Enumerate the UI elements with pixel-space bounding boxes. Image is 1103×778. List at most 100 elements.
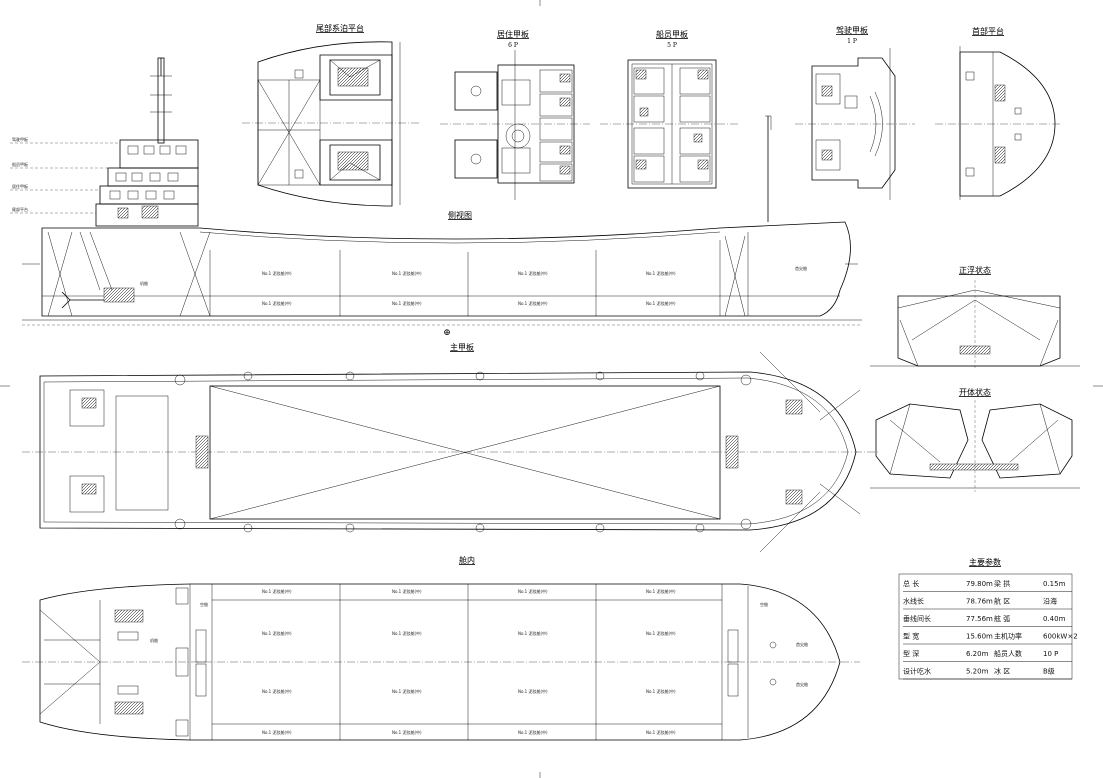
spec-value: 600kW×2 xyxy=(1043,633,1078,641)
cabin-deck-view: 居住甲板 6 P xyxy=(440,29,590,200)
profile-view: 侧视图 驾驶甲板 船员甲板 xyxy=(10,57,862,338)
bow-winch-area xyxy=(759,351,861,553)
main-engines xyxy=(114,609,144,715)
spec-key: 型 深 xyxy=(903,649,919,658)
spec-value: 78.76m xyxy=(966,598,993,606)
specs-title: 主要参数 xyxy=(969,557,1001,567)
wheel-deck-subtitle: 1 P xyxy=(847,38,857,45)
bow-platform-view: 首部平台 xyxy=(935,26,1060,200)
spec-key: 总 长 xyxy=(903,579,919,588)
spec-value: 79.80m xyxy=(966,580,993,588)
wheel-deck-title: 驾驶甲板 xyxy=(836,25,868,35)
spec-value: 10 P xyxy=(1043,650,1058,658)
spec-value: 77.56m xyxy=(966,615,993,623)
svg-text:No.1 泥驳舱(中): No.1 泥驳舱(中) xyxy=(518,588,548,594)
spec-value: 6.20m xyxy=(966,650,989,658)
spec-value: 0.40m xyxy=(1043,615,1066,623)
deck-wing-upper xyxy=(454,71,498,111)
hold-void-label: 空舱 xyxy=(200,601,208,607)
cabin-deck-outline xyxy=(497,64,575,184)
svg-text:No.1 泥驳舱(中): No.1 泥驳舱(中) xyxy=(262,300,292,306)
spec-key: 船员人数 xyxy=(994,649,1022,658)
superstructure: 驾驶甲板 船员甲板 居住甲板 尾部平台 xyxy=(10,57,199,227)
spec-value: B级 xyxy=(1043,667,1055,676)
svg-text:No.1 泥驳舱(中): No.1 泥驳舱(中) xyxy=(262,729,292,735)
crew-deck-view: 船员甲板 5 P xyxy=(600,29,740,189)
spec-value: 沿海 xyxy=(1043,597,1057,606)
hold-engine-label: 机舱 xyxy=(150,637,158,643)
svg-text:No.1 泥驳舱(中): No.1 泥驳舱(中) xyxy=(262,688,292,694)
spec-key: 梁 拱 xyxy=(994,579,1010,588)
spec-row: 型 深 6.20m 船员人数 10 P xyxy=(903,649,1072,662)
svg-text:No.1 泥驳舱(中): No.1 泥驳舱(中) xyxy=(392,729,422,735)
svg-text:No.1 泥驳舱(中): No.1 泥驳舱(中) xyxy=(518,630,548,636)
svg-text:首尖舱: 首尖舱 xyxy=(796,681,808,687)
deck-wing-lower xyxy=(454,139,498,179)
closed-state-section: 正浮状态 xyxy=(870,265,1080,370)
crew-deck-outline xyxy=(627,59,717,189)
stern-platform-view: 尾部系泊平台 xyxy=(242,23,420,207)
svg-text:空舱: 空舱 xyxy=(760,601,768,607)
svg-text:No.1 泥驳舱(中): No.1 泥驳舱(中) xyxy=(646,588,676,594)
wheel-deck-view: 驾驶甲板 1 P xyxy=(795,25,915,200)
svg-text:No.1 泥驳舱(中): No.1 泥驳舱(中) xyxy=(392,588,422,594)
cabin-rooms xyxy=(539,69,573,182)
svg-text:No.1 泥驳舱(中): No.1 泥驳舱(中) xyxy=(262,588,292,594)
svg-text:No.1 泥驳舱(中): No.1 泥驳舱(中) xyxy=(518,300,548,306)
svg-text:船员甲板: 船员甲板 xyxy=(12,161,28,167)
mooring-winch-lower xyxy=(319,139,393,186)
svg-text:No.1 泥驳舱(中): No.1 泥驳舱(中) xyxy=(392,630,422,636)
svg-text:No.1 泥驳舱(中): No.1 泥驳舱(中) xyxy=(392,688,422,694)
svg-text:No.1 泥驳舱(中): No.1 泥驳舱(中) xyxy=(646,729,676,735)
open-state-section: 开体状态 xyxy=(870,387,1080,492)
svg-text:No.1 泥驳舱(中): No.1 泥驳舱(中) xyxy=(646,630,676,636)
profile-engine-label: 机舱 xyxy=(140,280,148,286)
spec-key: 冰 区 xyxy=(994,667,1010,676)
spec-value: 5.20m xyxy=(966,668,989,676)
svg-text:No.1 泥驳舱(中): No.1 泥驳舱(中) xyxy=(518,729,548,735)
spec-key: 航 区 xyxy=(994,597,1010,606)
stern-platform-title: 尾部系泊平台 xyxy=(316,23,364,33)
hold-fore-peak-label: 首尖舱 xyxy=(796,641,808,647)
svg-text:No.1 泥驳舱(中): No.1 泥驳舱(中) xyxy=(646,688,676,694)
mess-table xyxy=(505,123,531,149)
profile-hold-label-4: No.1 泥驳舱(中) xyxy=(646,270,676,276)
profile-hold-label-3: No.1 泥驳舱(中) xyxy=(518,270,548,276)
hold-title: 舱内 xyxy=(459,555,475,565)
engine-casing xyxy=(115,395,169,511)
spec-key: 设计吃水 xyxy=(903,667,931,676)
svg-text:⊕: ⊕ xyxy=(443,328,451,338)
svg-text:尾部平台: 尾部平台 xyxy=(12,206,28,212)
hopper-opening xyxy=(209,385,721,520)
svg-text:驾驶甲板: 驾驶甲板 xyxy=(12,136,28,142)
spec-key: 水线长 xyxy=(903,597,924,606)
svg-text:居住甲板: 居住甲板 xyxy=(12,183,28,189)
wheel-deck-outline xyxy=(811,57,896,189)
open-state-title: 开体状态 xyxy=(959,387,991,397)
svg-text:No.1 泥驳舱(中): No.1 泥驳舱(中) xyxy=(518,688,548,694)
profile-hold-label-2: No.1 泥驳舱(中) xyxy=(392,270,422,276)
spec-table-frame xyxy=(898,573,1073,680)
cabin-deck-subtitle: 6 P xyxy=(508,42,518,49)
deck-bollards xyxy=(174,371,752,533)
spec-key: 舷 弧 xyxy=(994,614,1010,623)
bow-platform-outline xyxy=(959,51,1056,197)
spec-row: 设计吃水 5.20m 冰 区 B级 xyxy=(903,667,1072,680)
closed-state-title: 正浮状态 xyxy=(959,265,991,275)
hold-outline xyxy=(39,583,841,741)
profile-title: 侧视图 xyxy=(448,210,472,220)
crew-deck-title: 船员甲板 xyxy=(656,29,688,39)
cabin-deck-title: 居住甲板 xyxy=(497,29,529,39)
svg-text:No.1 泥驳舱(中): No.1 泥驳舱(中) xyxy=(262,630,292,636)
main-deck-title: 主甲板 xyxy=(450,342,474,352)
profile-hold-label-1: No.1 泥驳舱(中) xyxy=(262,270,292,276)
svg-text:No.1 泥驳舱(中): No.1 泥驳舱(中) xyxy=(392,300,422,306)
propeller-shaft xyxy=(61,287,135,309)
crew-deck-subtitle: 5 P xyxy=(667,42,677,49)
